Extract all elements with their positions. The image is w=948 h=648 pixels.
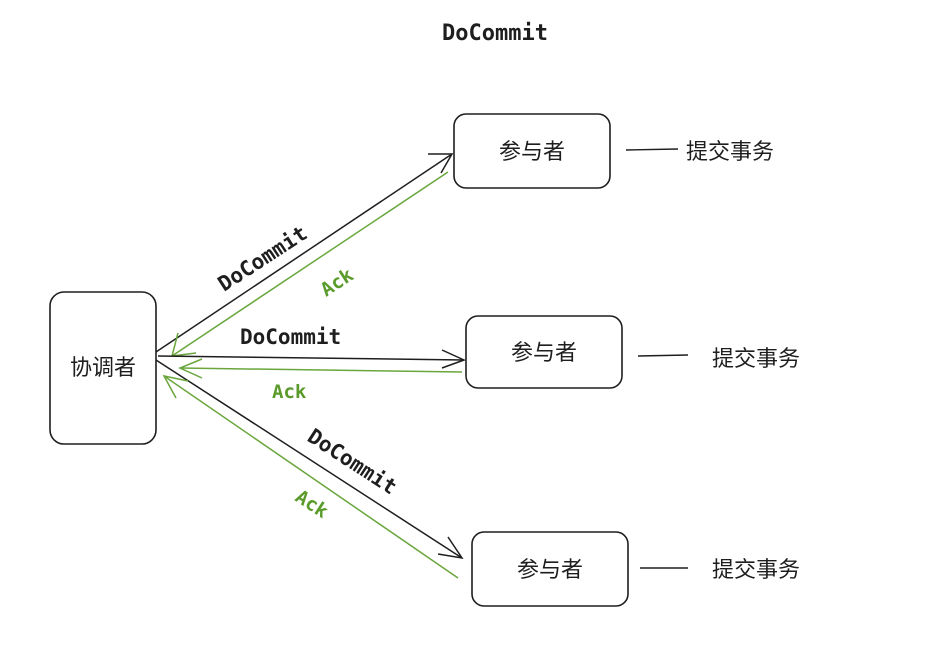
- ack-arrow-3: [162, 374, 459, 579]
- coordinator-box: [49, 291, 157, 445]
- participant-connector-2: [637, 354, 689, 357]
- participant-box-1: [453, 113, 611, 189]
- participant-node-2: 参与者: [465, 315, 623, 389]
- participant-node-3: 参与者: [471, 531, 629, 607]
- coordinator-node: 协调者: [49, 291, 157, 445]
- participant-box-2: [465, 315, 623, 389]
- docommit-arrow-1: [155, 153, 454, 353]
- ack-label-3: Ack: [291, 486, 332, 523]
- participant-label-3: 参与者: [517, 558, 583, 583]
- participant-label-1: 参与者: [499, 140, 565, 165]
- coordinator-label: 协调者: [70, 356, 136, 381]
- docommit-label-2: DoCommit: [240, 325, 341, 349]
- participant-action-2: 提交事务: [712, 347, 800, 372]
- participant-label-2: 参与者: [511, 341, 577, 366]
- docommit-arrow-3: [155, 359, 464, 560]
- ack-arrow-2: [178, 358, 463, 379]
- docommit-label-3: DoCommit: [303, 424, 401, 499]
- diagram-title: DoCommit: [442, 21, 548, 46]
- participant-node-1: 参与者: [453, 113, 611, 189]
- participant-connector-1: [625, 148, 679, 151]
- docommit-arrow-2: [157, 349, 466, 369]
- participant-box-3: [471, 531, 629, 607]
- ack-label-1: Ack: [317, 264, 358, 301]
- ack-label-2: Ack: [272, 381, 307, 403]
- participant-action-3: 提交事务: [712, 558, 800, 583]
- participant-action-1: 提交事务: [686, 140, 774, 165]
